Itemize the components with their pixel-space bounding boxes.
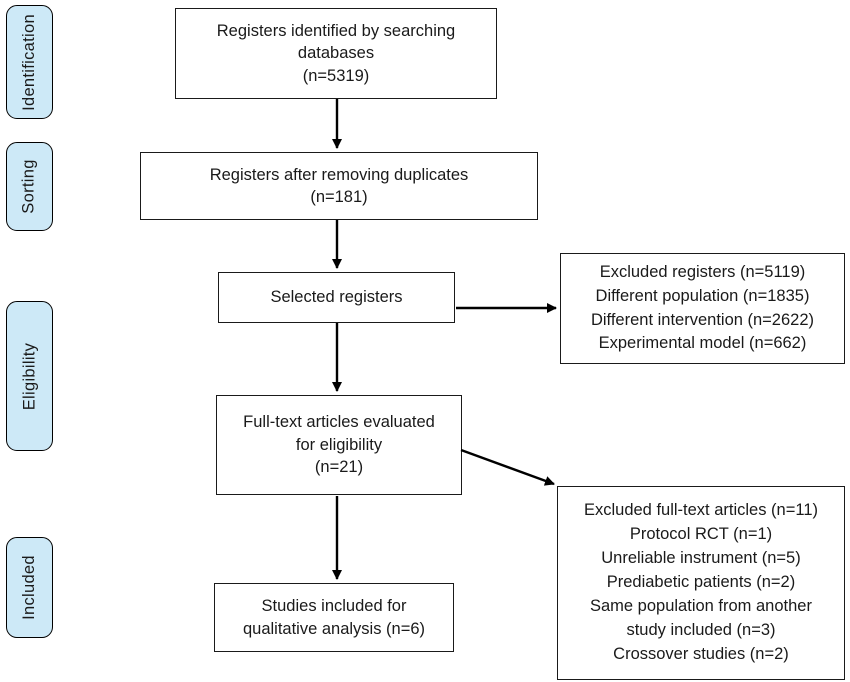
arrow-fulltext-to-excluded-fulltext <box>460 448 555 486</box>
box-text: Registers after removing duplicates (n=1… <box>209 165 469 206</box>
stage-label: Included <box>20 555 39 620</box>
box-registers-deduplicated: Registers after removing duplicates (n=1… <box>140 152 538 220</box>
box-fulltext-evaluated: Full-text articles evaluated for eligibi… <box>216 395 462 495</box>
box-excluded-fulltext: Excluded full-text articles (n=11) Proto… <box>557 486 845 680</box>
stage-eligibility: Eligibility <box>6 301 53 451</box>
stage-included: Included <box>6 537 53 638</box>
box-text: Registers identified by searching databa… <box>216 21 456 85</box>
box-studies-included: Studies included for qualitative analysi… <box>214 583 454 652</box>
box-text: Excluded full-text articles (n=11) Proto… <box>583 501 818 663</box>
box-registers-identified: Registers identified by searching databa… <box>175 8 497 99</box>
box-text: Excluded registers (n=5119) Different po… <box>590 262 815 353</box>
stage-sorting: Sorting <box>6 142 53 231</box>
stage-label: Identification <box>20 13 38 111</box>
box-text: Selected registers <box>270 288 403 307</box>
stage-identification: Identification <box>6 5 53 119</box>
box-selected-registers: Selected registers <box>218 272 455 323</box>
box-excluded-registers: Excluded registers (n=5119) Different po… <box>560 253 845 364</box>
stage-label: Sorting <box>20 159 39 214</box>
box-text: Studies included for qualitative analysi… <box>242 597 426 638</box>
box-text: Full-text articles evaluated for eligibi… <box>243 413 435 477</box>
stage-label: Eligibility <box>20 342 38 410</box>
